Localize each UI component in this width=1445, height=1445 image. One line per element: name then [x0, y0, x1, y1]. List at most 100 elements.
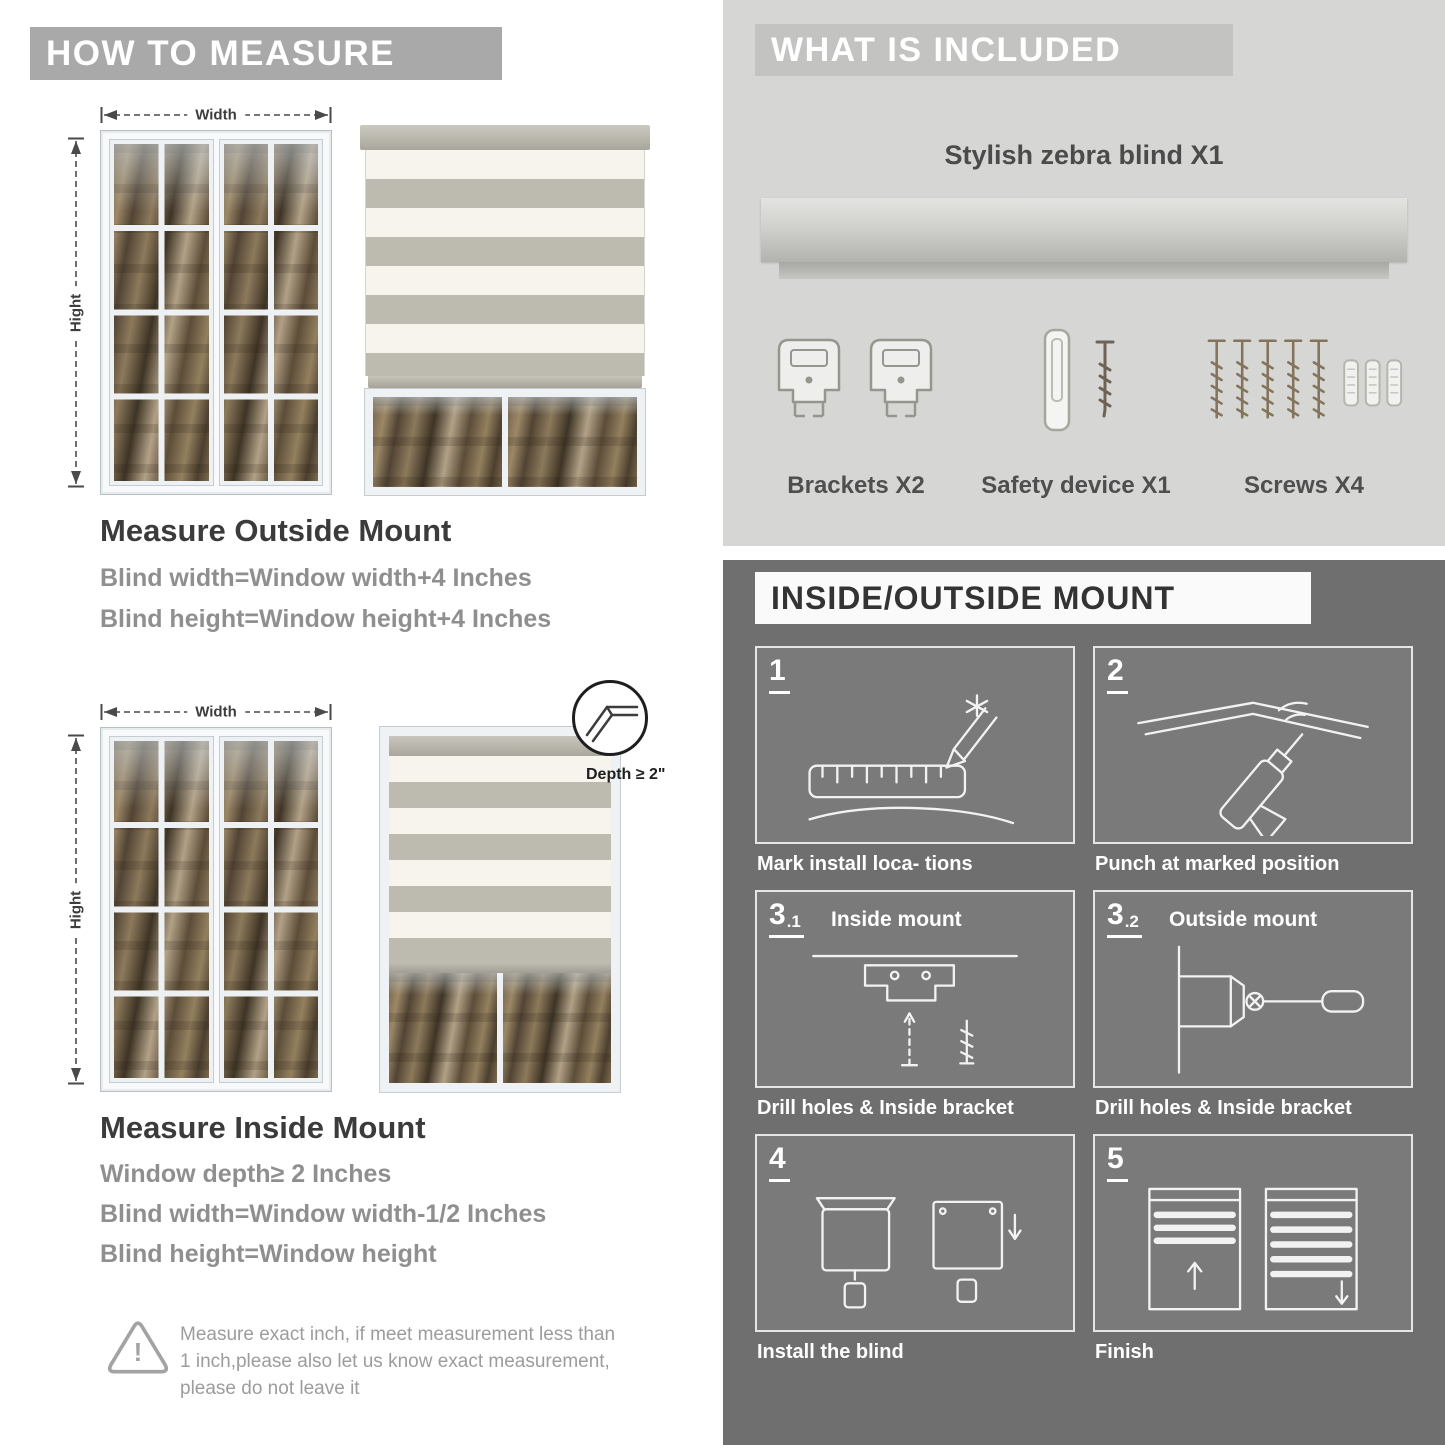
- inside-mount-line: Blind width=Window width-1/2 Inches: [100, 1200, 547, 1228]
- height-label: Hight: [67, 882, 85, 937]
- warning-triangle-icon: [107, 1321, 169, 1374]
- step-2-box: 2: [1093, 646, 1413, 844]
- zebra-stripes: [365, 150, 645, 376]
- what-is-included-panel: WHAT IS INCLUDED Stylish zebra blind X1: [723, 0, 1445, 546]
- height-arrow: Hight: [66, 137, 86, 488]
- window-sash: [218, 139, 323, 486]
- step-number: 3.2: [1107, 900, 1142, 938]
- mount-instructions-panel: INSIDE/OUTSIDE MOUNT 1: [723, 560, 1445, 1445]
- inside-mount-line: Window depth≥ 2 Inches: [100, 1160, 392, 1188]
- warning-exclamation: !: [133, 1337, 143, 1367]
- window-pane: [503, 973, 611, 1083]
- width-label: Width: [187, 703, 245, 721]
- step-number-main: 3: [1107, 898, 1124, 931]
- step-number-sub: .1: [786, 912, 801, 931]
- brackets-label: Brackets X2: [787, 472, 925, 499]
- included-items-row: Brackets X2 Safety device X1: [761, 322, 1407, 500]
- window-illustration-outside: [100, 130, 332, 495]
- zebra-blind-outside-illustration: [360, 125, 650, 496]
- step-caption: Finish: [1095, 1341, 1154, 1363]
- mount-steps-grid: 1: [755, 646, 1413, 1364]
- step-number: 1: [769, 656, 790, 694]
- step-2: 2: [1093, 646, 1413, 876]
- how-to-measure-header: HOW TO MEASURE: [30, 27, 502, 80]
- outside-bracket-art: [1177, 945, 1365, 1074]
- included-item-safety-device: Safety device X1: [981, 322, 1171, 500]
- width-label: Width: [187, 106, 245, 124]
- step-art: [765, 688, 1065, 836]
- screws-icon: [1207, 339, 1403, 419]
- finish-art: [1148, 1187, 1358, 1311]
- window-corner-icon: [585, 705, 639, 743]
- step-4-box: 4: [755, 1134, 1075, 1332]
- step-caption: Install the blind: [757, 1341, 904, 1363]
- step-caption: Mark install loca- tions: [757, 853, 973, 875]
- step-number: 5: [1107, 1144, 1128, 1182]
- inside-mount-title: Measure Inside Mount: [100, 1110, 426, 1145]
- step-number: 2: [1107, 656, 1128, 694]
- step-caption: Drill holes & Inside bracket: [1095, 1097, 1352, 1119]
- safety-device-icon: [1043, 328, 1115, 432]
- step-3-2-box: 3.2 Outside mount: [1093, 890, 1413, 1088]
- inside-bracket-art: [812, 954, 1018, 1067]
- step-5-box: 5: [1093, 1134, 1413, 1332]
- step-number-main: 5: [1107, 1142, 1124, 1175]
- mark-location-art: [808, 694, 1015, 825]
- what-is-included-header: WHAT IS INCLUDED: [755, 24, 1233, 76]
- step-3-1: 3.1 Inside mount: [755, 890, 1075, 1120]
- step-caption: Punch at marked position: [1095, 853, 1340, 875]
- outside-mount-line: Blind width=Window width+4 Inches: [100, 564, 532, 592]
- outside-mount-title: Measure Outside Mount: [100, 513, 452, 548]
- included-item-screws: Screws X4: [1201, 322, 1407, 500]
- brackets-icon: [777, 338, 933, 418]
- step-art: [1103, 688, 1403, 836]
- outside-mount-line: Blind height=Window height+4 Inches: [100, 605, 552, 633]
- step-number-main: 4: [769, 1142, 786, 1175]
- window-pane: [508, 397, 637, 487]
- step-3-1-box: 3.1 Inside mount: [755, 890, 1075, 1088]
- how-to-measure-title: HOW TO MEASURE: [46, 33, 395, 73]
- window-sash: [218, 736, 323, 1083]
- headrail-lip: [779, 262, 1389, 279]
- product-label: Stylish zebra blind X1: [944, 140, 1224, 170]
- window-illustration-inside: [100, 727, 332, 1092]
- depth-detail-circle: [572, 680, 648, 756]
- window-under-blind: [364, 388, 646, 496]
- step-art: [1103, 932, 1403, 1080]
- step-number-main: 3: [769, 898, 786, 931]
- step-number: 4: [769, 1144, 790, 1182]
- what-is-included-title: WHAT IS INCLUDED: [771, 30, 1122, 69]
- height-arrow: Hight: [66, 734, 86, 1085]
- window-sash: [109, 139, 214, 486]
- step-number-main: 1: [769, 654, 786, 687]
- step-label: Outside mount: [1169, 908, 1318, 931]
- step-4: 4: [755, 1134, 1075, 1364]
- window-pane: [389, 973, 497, 1083]
- warning-text: Measure exact inch, if meet measurement …: [180, 1324, 616, 1399]
- safety-device-label: Safety device X1: [981, 472, 1171, 499]
- step-1-box: 1: [755, 646, 1075, 844]
- included-item-brackets: Brackets X2: [761, 322, 951, 500]
- step-number-sub: .2: [1124, 912, 1139, 931]
- step-caption: Drill holes & Inside bracket: [757, 1097, 1014, 1119]
- drill-art: [1137, 701, 1369, 836]
- screws-label: Screws X4: [1243, 472, 1365, 499]
- step-5: 5: [1093, 1134, 1413, 1364]
- mount-header: INSIDE/OUTSIDE MOUNT: [755, 572, 1311, 624]
- step-art: [765, 932, 1065, 1080]
- window-sash: [109, 736, 214, 1083]
- blind-bottom-rail: [368, 376, 642, 389]
- step-label: Inside mount: [831, 908, 962, 931]
- window-pane: [373, 397, 502, 487]
- blind-bottom-rail: [389, 962, 611, 973]
- step-number-main: 2: [1107, 654, 1124, 687]
- blind-cassette: [360, 125, 650, 150]
- width-arrow: Width: [100, 105, 332, 125]
- height-label: Hight: [67, 285, 85, 340]
- window-under-blind: [389, 973, 611, 1083]
- step-3-2: 3.2 Outside mount: [1093, 890, 1413, 1120]
- mount-title: INSIDE/OUTSIDE MOUNT: [771, 579, 1176, 616]
- headrail-illustration: [761, 198, 1407, 262]
- install-blind-art: [815, 1197, 1022, 1309]
